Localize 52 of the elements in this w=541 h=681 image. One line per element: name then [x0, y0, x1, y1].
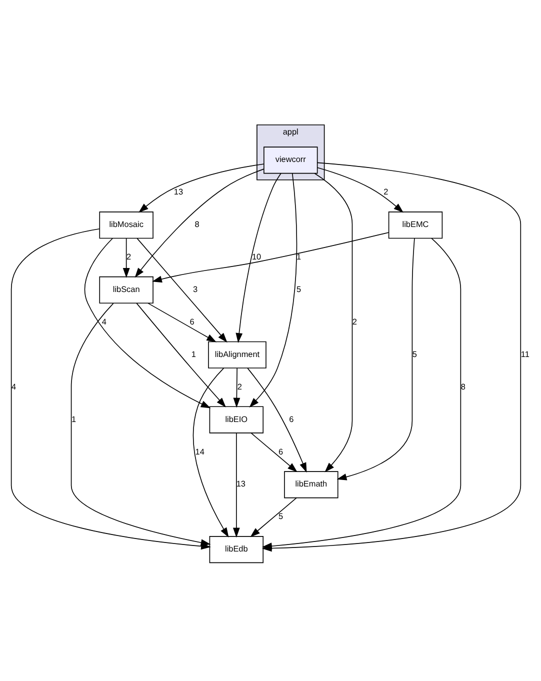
arrow [250, 432, 298, 472]
node-box: libMosaic [99, 212, 154, 239]
arrow [136, 302, 226, 408]
arrow [138, 164, 264, 213]
arrow [314, 172, 353, 472]
arrow [250, 498, 297, 538]
edge-label: 5 [278, 512, 284, 522]
arrow [148, 302, 216, 342]
edge-label: 13 [236, 480, 246, 489]
node-box: libEIO [209, 406, 264, 434]
edge-label: 1 [191, 350, 196, 359]
arrow [122, 238, 130, 278]
edge-label: 2 [384, 188, 388, 197]
edge-label: 1 [71, 414, 76, 424]
edge-label: 6 [278, 447, 284, 456]
edge-label: 1 [296, 252, 302, 262]
node-box: libEmath [284, 471, 338, 498]
edge-label: 2 [352, 317, 357, 326]
arrow [317, 167, 404, 213]
node-box: viewcorr [264, 146, 318, 174]
arrow [152, 232, 390, 283]
node-box: libAlignment [208, 341, 266, 368]
edge-label: 6 [289, 414, 294, 424]
arrow [336, 238, 415, 480]
arrow [247, 368, 307, 473]
edge-label: 10 [252, 252, 262, 262]
edge-label: 2 [237, 382, 242, 392]
edge-label: 14 [195, 447, 204, 456]
edge-label: 8 [194, 220, 200, 230]
edge-label: 5 [296, 285, 302, 294]
arrow [70, 303, 211, 546]
arrow [136, 238, 228, 343]
arrow [236, 173, 282, 343]
arrow [233, 368, 240, 408]
arrow [232, 432, 240, 538]
edge-label: 8 [460, 382, 466, 392]
node-box: libEMC [388, 212, 443, 239]
edge-label: 11 [520, 350, 530, 359]
node-box: libEdb [209, 536, 264, 564]
edge-label: 3 [193, 285, 198, 294]
edge-label: 5 [412, 350, 417, 359]
edge-label: 2 [126, 252, 132, 262]
edge-label: 4 [102, 317, 106, 326]
arrow [262, 238, 462, 550]
arrow [192, 368, 229, 538]
edge-label: 4 [12, 382, 16, 392]
arrow [249, 173, 298, 408]
edge-label: 6 [190, 317, 194, 326]
edge-label: 13 [174, 188, 184, 197]
node-box: libScan [99, 276, 154, 304]
arrow [134, 168, 264, 278]
arrow [84, 238, 211, 408]
